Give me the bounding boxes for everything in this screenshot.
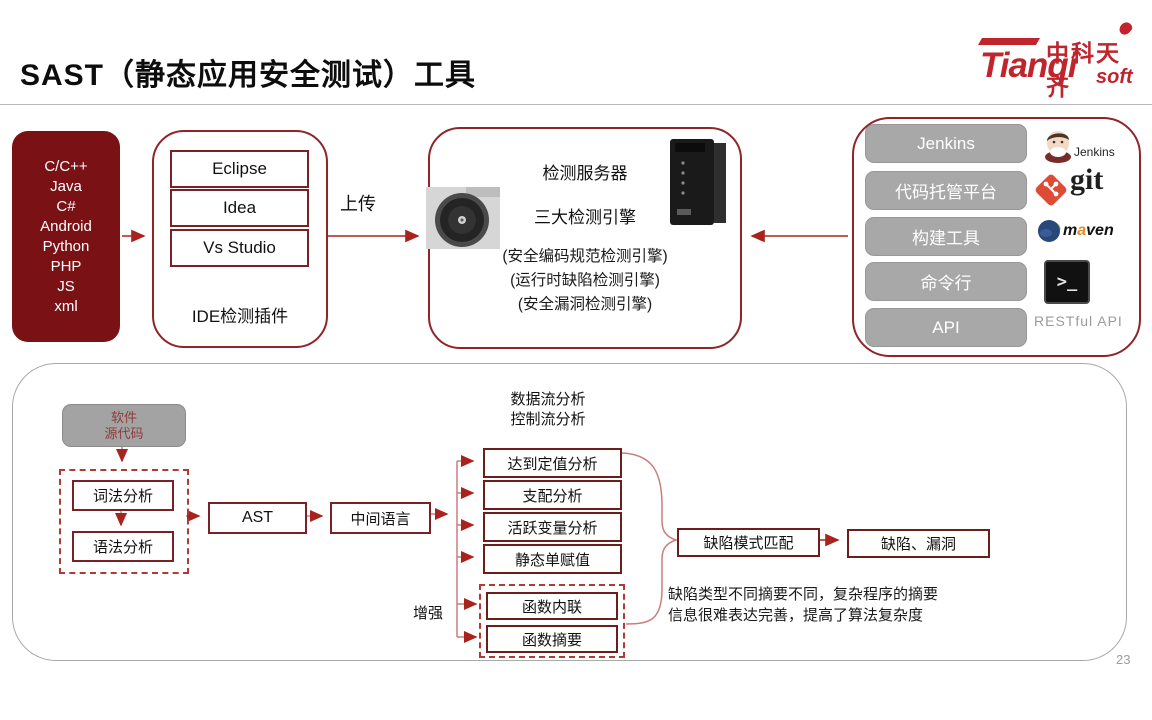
enhance-label: 增强 bbox=[413, 605, 444, 622]
git-label: git bbox=[1070, 163, 1104, 196]
engine-line: (安全漏洞检测引擎) bbox=[517, 296, 653, 313]
detect-server-group: 检测服务器 三大检测引擎 (安全编码规范检测引擎) (运行时缺陷检测引擎) (安… bbox=[426, 127, 742, 349]
server-subtitle: 三大检测引擎 bbox=[534, 208, 636, 227]
engine-line: (运行时缺陷检测引擎) bbox=[510, 272, 660, 289]
syntax-analysis-box: 语法分析 bbox=[72, 531, 174, 562]
title-divider bbox=[0, 104, 1152, 105]
terminal-glyph: >_ bbox=[1056, 272, 1078, 292]
lexical-analysis-box: 词法分析 bbox=[72, 480, 174, 511]
integration-node-jenkins: Jenkins bbox=[865, 124, 1027, 163]
page-number: 23 bbox=[1116, 652, 1131, 667]
function-inline-box: 函数内联 bbox=[486, 592, 618, 620]
integration-node-cli: 命令行 bbox=[865, 262, 1027, 301]
logo-brand-text: Tianqi bbox=[980, 46, 1077, 85]
server-tower-image bbox=[670, 139, 726, 225]
language-item: PHP bbox=[50, 257, 82, 275]
language-item: C/C++ bbox=[44, 157, 88, 175]
language-item: Java bbox=[50, 177, 82, 195]
defect-pattern-match-box: 缺陷模式匹配 bbox=[677, 528, 820, 557]
turbine-image bbox=[426, 187, 500, 249]
maven-icon bbox=[1038, 220, 1061, 242]
enhance-dashed-box bbox=[479, 584, 625, 658]
jenkins-icon-label: Jenkins bbox=[1074, 145, 1115, 159]
engine-line: (安全编码规范检测引擎) bbox=[502, 248, 668, 265]
integration-node-api: API bbox=[865, 308, 1027, 347]
terminal-icon: >_ bbox=[1044, 260, 1090, 304]
integrations-group: Jenkins 代码托管平台 构建工具 命令行 API Jenkins git bbox=[852, 117, 1141, 357]
flow-analysis-header: 数据流分析 控制流分析 bbox=[510, 391, 586, 428]
source-code-box: 软件 源代码 bbox=[62, 404, 186, 447]
maven-label: maven bbox=[1063, 222, 1114, 239]
logo-soft-text: soft bbox=[1096, 66, 1133, 88]
analysis-box-live-variable: 活跃变量分析 bbox=[483, 512, 622, 542]
function-summary-box: 函数摘要 bbox=[486, 625, 618, 653]
jenkins-icon bbox=[1045, 131, 1071, 163]
ide-tool-eclipse: Eclipse bbox=[170, 150, 309, 188]
frontend-dashed-box bbox=[59, 469, 189, 574]
upload-label: 上传 bbox=[340, 194, 376, 214]
git-icon bbox=[1035, 174, 1067, 206]
languages-box: C/C++ Java C# Android Python PHP JS xml bbox=[12, 131, 120, 342]
ide-tool-vsstudio: Vs Studio bbox=[170, 229, 309, 267]
intermediate-language-box: 中间语言 bbox=[330, 502, 431, 534]
language-item: JS bbox=[57, 277, 75, 295]
logo-cn-text: 中科天齐 bbox=[1046, 40, 1121, 100]
logo-swoosh bbox=[977, 38, 1041, 45]
note-text: 缺陷类型不同摘要不同，复杂程序的摘要 信息很难表达完善，提高了算法复杂度 bbox=[668, 586, 939, 624]
integration-node-repo: 代码托管平台 bbox=[865, 171, 1027, 210]
integration-node-build: 构建工具 bbox=[865, 217, 1027, 256]
engine-list: (安全编码规范检测引擎) (运行时缺陷检测引擎) (安全漏洞检测引擎) bbox=[430, 245, 740, 317]
ast-box: AST bbox=[208, 502, 307, 534]
analysis-box-dominance: 支配分析 bbox=[483, 480, 622, 510]
language-item: xml bbox=[54, 297, 78, 315]
defect-result-box: 缺陷、漏洞 bbox=[847, 529, 990, 558]
restful-api-label: RESTful API bbox=[1034, 313, 1123, 329]
language-item: Android bbox=[40, 217, 92, 235]
language-item: C# bbox=[56, 197, 76, 215]
language-item: Python bbox=[42, 237, 90, 255]
brand-logo: Tianqi 中科天齐 soft bbox=[972, 19, 1142, 102]
analysis-box-reaching-definitions: 达到定值分析 bbox=[483, 448, 622, 478]
ide-group: Eclipse Idea Vs Studio IDE检测插件 bbox=[152, 130, 328, 348]
ide-caption: IDE检测插件 bbox=[191, 307, 289, 326]
server-title: 检测服务器 bbox=[542, 164, 628, 183]
ide-tool-idea: Idea bbox=[170, 189, 309, 227]
page-title: SAST（静态应用安全测试）工具 bbox=[20, 59, 477, 92]
analysis-box-ssa: 静态单赋值 bbox=[483, 544, 622, 574]
